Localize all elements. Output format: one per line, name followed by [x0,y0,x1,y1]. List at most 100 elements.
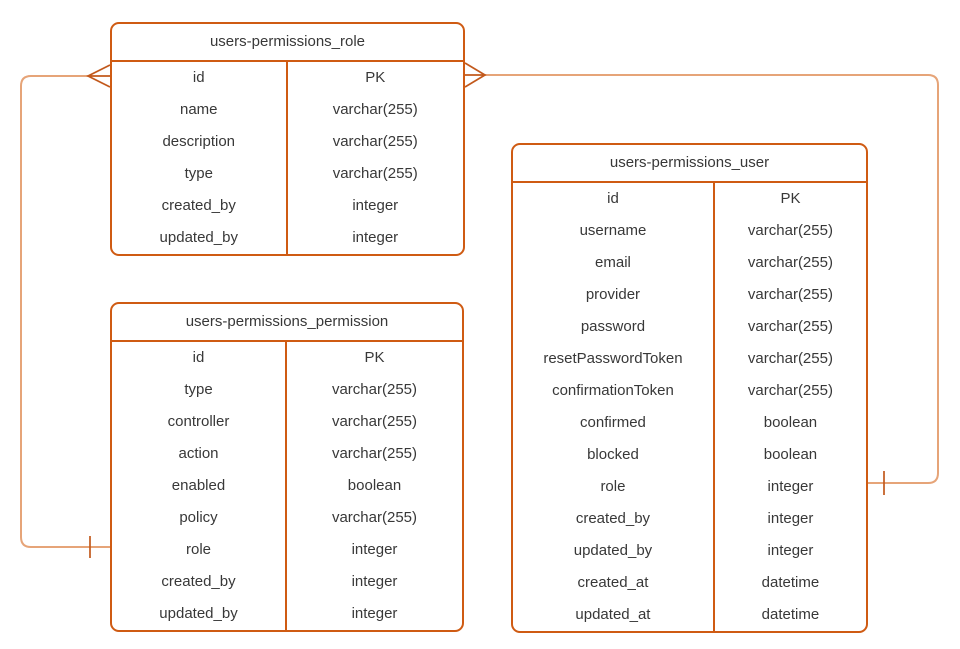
field-name: confirmationToken [513,375,715,407]
field-name: created_by [112,190,288,222]
table-title: users-permissions_user [513,145,866,183]
table-row: id PK [513,183,866,215]
field-type: integer [351,541,398,558]
field-name: updated_by [112,598,287,630]
field-type: boolean [763,414,818,431]
field-type: varchar(255) [332,101,418,118]
field-name: created_by [112,566,287,598]
field-type: varchar(255) [331,509,418,526]
field-name: id [513,183,715,215]
table-users-permissions-role[interactable]: users-permissions_role id PK name varchar(2… [110,22,465,256]
table-rows: id PK name varchar(255) description varchar(2… [112,62,463,254]
field-type: varchar(255) [331,445,418,462]
table-row: email varchar(255) [513,247,866,279]
table-row: created_by integer [112,566,462,598]
field-type: varchar(255) [747,254,833,271]
table-title: users-permissions_permission [112,304,462,342]
field-name: enabled [112,470,287,502]
field-name: updated_by [513,535,715,567]
field-name: type [112,158,288,190]
field-type: PK [365,69,386,86]
connector-role-user-line [485,74,939,484]
field-name: email [513,247,715,279]
field-type: varchar(255) [747,350,833,367]
table-row: updated_by integer [112,222,463,254]
table-row: policy varchar(255) [112,502,462,534]
table-row: username varchar(255) [513,215,866,247]
table-rows: id PK username varchar(255) email varchar(255… [513,183,866,631]
field-name: provider [513,279,715,311]
connector-role-permission-line [20,75,110,548]
field-type: integer [352,229,399,246]
field-name: controller [112,406,287,438]
table-row: action varchar(255) [112,438,462,470]
field-name: policy [112,502,287,534]
field-name: created_by [513,503,715,535]
field-name: name [112,94,288,126]
crow-foot-many-icon [464,62,487,88]
field-type: varchar(255) [747,286,833,303]
field-type: datetime [761,574,820,591]
field-name: role [513,471,715,503]
field-type: varchar(255) [747,222,833,239]
table-row: created_at datetime [513,567,866,599]
table-row: provider varchar(255) [513,279,866,311]
table-title: users-permissions_role [112,24,463,62]
table-row: role integer [112,534,462,566]
field-name: type [112,374,287,406]
table-row: controller varchar(255) [112,406,462,438]
field-name: password [513,311,715,343]
field-type: varchar(255) [331,381,418,398]
table-row: id PK [112,62,463,94]
table-row: confirmationToken varchar(255) [513,375,866,407]
table-row: role integer [513,471,866,503]
field-type: datetime [761,606,820,623]
table-row: updated_by integer [513,535,866,567]
table-row: resetPasswordToken varchar(255) [513,343,866,375]
table-row: blocked boolean [513,439,866,471]
field-type: integer [767,510,814,527]
field-name: id [112,342,287,374]
table-row: description varchar(255) [112,126,463,158]
table-row: enabled boolean [112,470,462,502]
field-type: integer [767,542,814,559]
table-row: name varchar(255) [112,94,463,126]
field-type: boolean [763,446,818,463]
table-row: password varchar(255) [513,311,866,343]
field-type: PK [780,190,801,207]
field-type: integer [351,573,398,590]
field-type: varchar(255) [747,318,833,335]
field-type: varchar(255) [332,165,418,182]
field-name: blocked [513,439,715,471]
field-name: created_at [513,567,715,599]
table-row: created_by integer [513,503,866,535]
field-name: id [112,62,288,94]
field-type: varchar(255) [331,413,418,430]
field-type: varchar(255) [332,133,418,150]
field-name: username [513,215,715,247]
field-type: boolean [347,477,402,494]
table-row: type varchar(255) [112,374,462,406]
field-name: updated_by [112,222,288,254]
field-name: role [112,534,287,566]
field-type: varchar(255) [747,382,833,399]
table-row: type varchar(255) [112,158,463,190]
table-row: created_by integer [112,190,463,222]
table-users-permissions-user[interactable]: users-permissions_user id PK username varch… [511,143,868,633]
field-type: integer [352,197,399,214]
connector-role-user[interactable] [464,62,939,495]
field-name: action [112,438,287,470]
connector-role-permission[interactable] [20,64,111,558]
crow-foot-many-icon [86,64,111,88]
field-type: integer [767,478,814,495]
field-name: resetPasswordToken [513,343,715,375]
field-name: description [112,126,288,158]
